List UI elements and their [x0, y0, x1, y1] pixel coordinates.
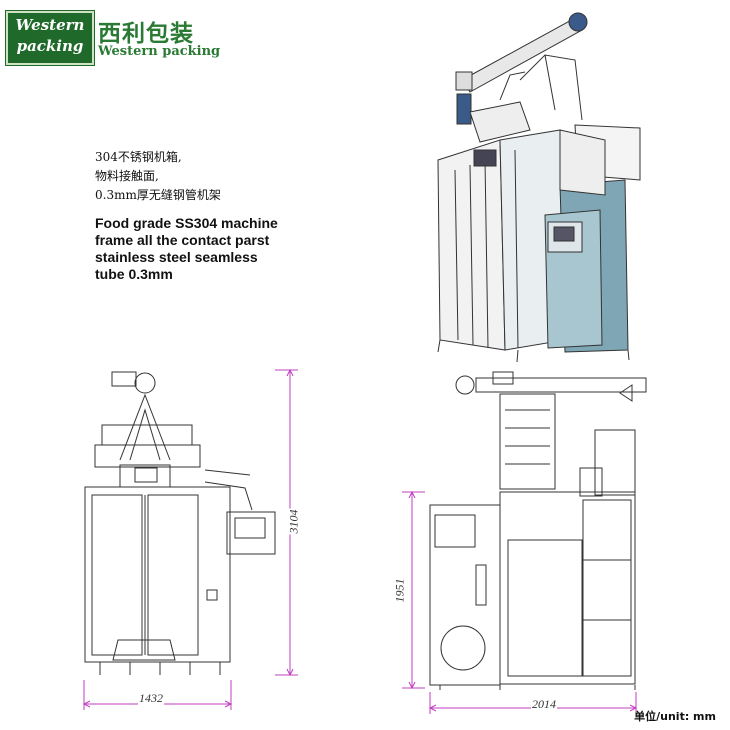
description-en-line: Food grade SS304 machine	[95, 215, 278, 231]
brand-name-en: Western packing	[98, 44, 221, 59]
logo-text-line2: packing	[16, 37, 84, 55]
dimension-front-width: 1432	[138, 691, 164, 706]
brand-name-cn: 西利包装	[98, 20, 194, 47]
description-en-line: frame all the contact parst	[95, 232, 270, 248]
description-en-line: tube 0.3mm	[95, 266, 173, 282]
description-en: Food grade SS304 machine frame all the c…	[95, 215, 295, 283]
front-dimension-lines	[82, 368, 298, 710]
machine-3d-render	[437, 12, 641, 363]
description-cn-line: 物料接触面,	[95, 169, 159, 183]
dimension-front-height: 3104	[286, 508, 302, 535]
description-cn-line: 0.3mm厚无缝钢管机架	[95, 188, 221, 202]
dimension-side-width: 2014	[531, 697, 557, 712]
unit-label: 单位/unit: mm	[634, 710, 716, 723]
description-cn-line: 304不锈钢机箱,	[95, 150, 182, 164]
brand-logo: Western packing	[6, 11, 94, 65]
logo-text-line1: Western	[15, 16, 85, 34]
side-view-drawing	[429, 371, 647, 690]
front-view-drawing	[84, 371, 276, 675]
dimension-side-height: 1951	[392, 577, 408, 604]
side-dimension-lines	[402, 490, 638, 714]
description-cn: 304不锈钢机箱, 物料接触面, 0.3mm厚无缝钢管机架	[95, 148, 221, 205]
description-en-line: stainless steel seamless	[95, 249, 258, 265]
